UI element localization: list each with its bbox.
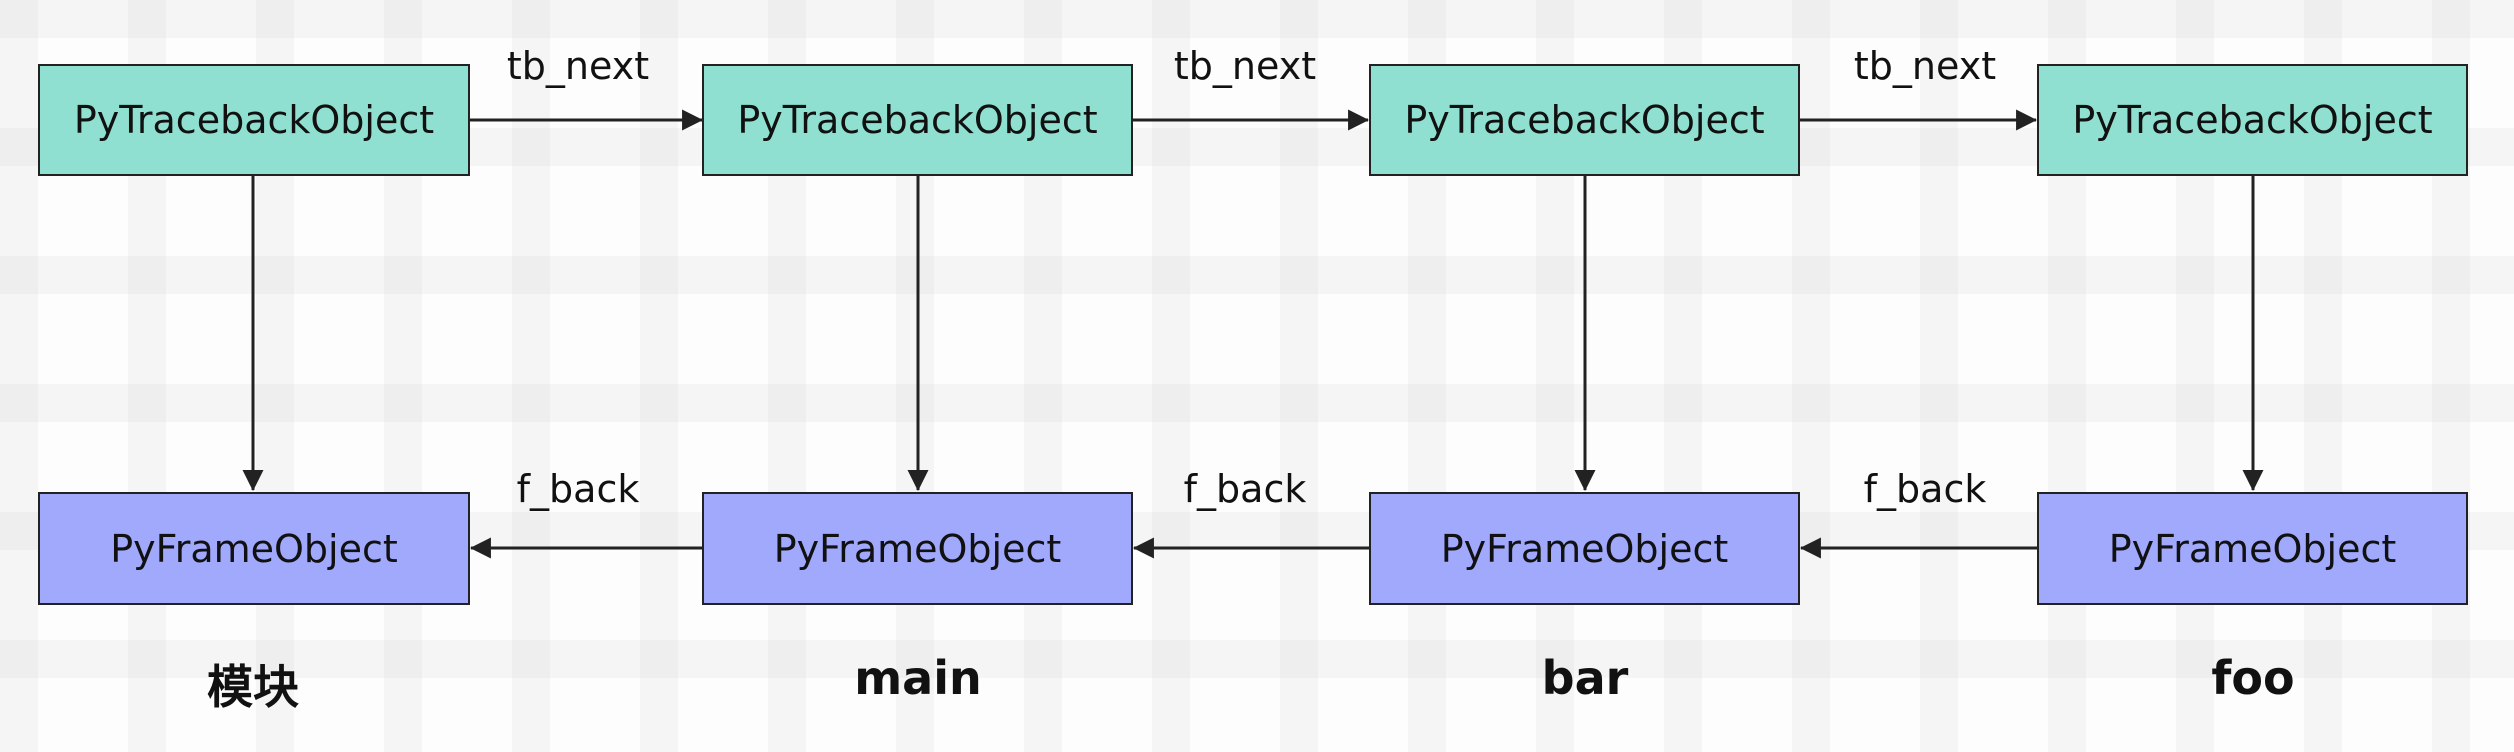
- tb-next-label-1: tb_next: [506, 44, 650, 88]
- frame-node-label: PyFrameObject: [773, 526, 1062, 571]
- frame-name-main: main: [854, 651, 982, 705]
- tb-next-label-3: tb_next: [1853, 44, 1997, 88]
- traceback-node-label: PyTracebackObject: [73, 98, 435, 142]
- frame-node-label: PyFrameObject: [2108, 526, 2397, 571]
- frame-name-bar: bar: [1541, 651, 1629, 705]
- frame-name-module: 模块: [207, 660, 299, 714]
- frame-node-1: PyFrameObject: [38, 492, 470, 605]
- traceback-node-label: PyTracebackObject: [737, 98, 1098, 142]
- frame-node-label: PyFrameObject: [1440, 526, 1729, 571]
- frame-node-2: PyFrameObject: [702, 492, 1133, 605]
- f-back-label-1: f_back: [516, 467, 640, 511]
- traceback-node-2: PyTracebackObject: [702, 64, 1133, 176]
- f-back-label-3: f_back: [1863, 467, 1987, 511]
- traceback-node-label: PyTracebackObject: [2072, 98, 2433, 142]
- frame-node-4: PyFrameObject: [2037, 492, 2468, 605]
- frame-node-3: PyFrameObject: [1369, 492, 1800, 605]
- f-back-label-2: f_back: [1183, 467, 1307, 511]
- traceback-node-4: PyTracebackObject: [2037, 64, 2468, 176]
- frame-name-foo: foo: [2211, 651, 2295, 705]
- traceback-node-3: PyTracebackObject: [1369, 64, 1800, 176]
- tb-next-label-2: tb_next: [1173, 44, 1317, 88]
- traceback-node-1: PyTracebackObject: [38, 64, 470, 176]
- frame-node-label: PyFrameObject: [110, 526, 398, 571]
- traceback-node-label: PyTracebackObject: [1404, 98, 1765, 142]
